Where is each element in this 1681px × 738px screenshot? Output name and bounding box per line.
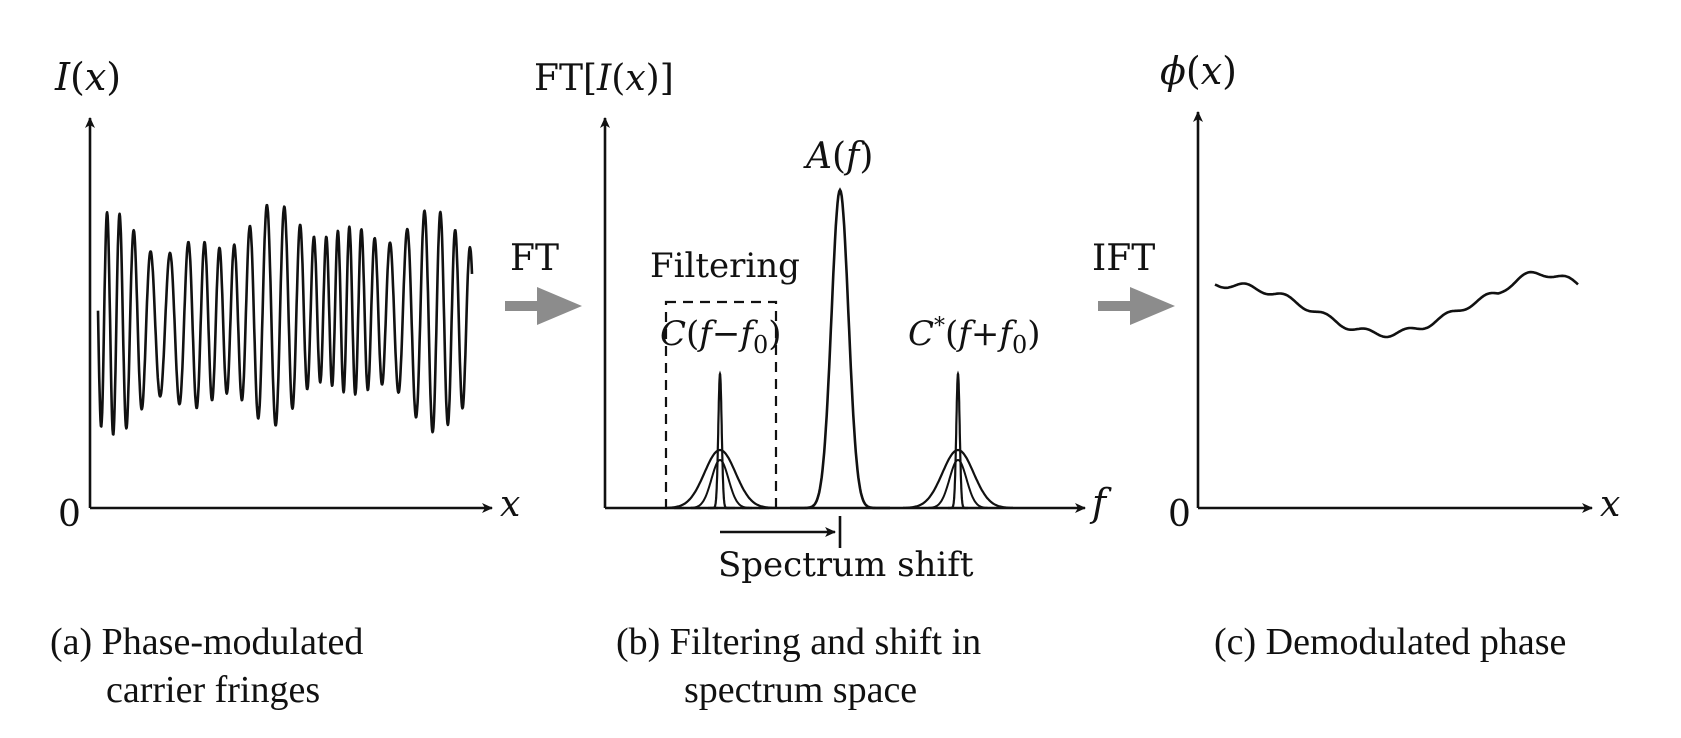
arrow-ft: FT <box>505 238 582 325</box>
arrow-ift-head-icon <box>1130 287 1175 325</box>
central-peak-label: A(f) <box>803 136 873 177</box>
filter-window-box <box>664 300 778 510</box>
central-peak <box>790 187 890 510</box>
arrow-ift-shaft <box>1098 301 1134 311</box>
arrow-ft-head-icon <box>537 287 582 325</box>
panel-a-caption-line2: carrier fringes <box>106 669 320 711</box>
arrow-ft-label: FT <box>510 238 559 279</box>
panel-a-x-axis-label: x <box>500 484 520 525</box>
peak-outline <box>710 370 730 510</box>
panel-c-y-axis-label: ϕ(x) <box>1160 49 1237 93</box>
arrow-ft-shaft <box>505 301 541 311</box>
spectrum-shift-label: Spectrum shift <box>718 545 974 585</box>
filtering-label: Filtering <box>650 246 800 286</box>
peak-outline <box>948 370 968 510</box>
sideband-left-label: C(f−f0) <box>660 314 782 359</box>
panel-a-origin-label: 0 <box>58 494 81 535</box>
arrow-ift: IFT <box>1092 238 1175 325</box>
sideband-peak-left <box>665 370 775 510</box>
demodulated-phase-curve <box>1214 270 1579 339</box>
panel-b-caption-line1: (b) Filtering and shift in <box>616 621 981 663</box>
peak-outline <box>665 448 775 509</box>
peak-outline <box>903 448 1013 509</box>
panel-a-y-axis-label: I(x) <box>54 55 121 99</box>
panel-c-caption-line1: (c) Demodulated phase <box>1214 621 1566 663</box>
sideband-right-label: C*(f+f0) <box>908 314 1041 359</box>
panel-b-y-axis-label: FT[I(x)] <box>534 58 674 99</box>
panel-c-x-axis-label: x <box>1600 484 1620 525</box>
peak-outline <box>690 458 750 509</box>
arrow-ift-label: IFT <box>1092 238 1155 279</box>
panel-b-x-axis-label: f <box>1089 481 1112 525</box>
peak-outline <box>928 458 988 509</box>
panel-a: I(x) 0 x (a) Phase-modulated carrier fri… <box>50 55 520 711</box>
panel-c: ϕ(x) 0 x (c) Demodulated phase <box>1160 49 1620 663</box>
panel-b: FT[I(x)] f Filtering A(f) C(f−f0) C*(f+f… <box>534 58 1112 711</box>
panel-b-caption-line2: spectrum space <box>684 669 917 711</box>
panel-c-origin-label: 0 <box>1168 494 1191 535</box>
peak-outline <box>790 187 890 510</box>
sideband-peak-right <box>903 370 1013 510</box>
fringe-signal-curve <box>96 203 474 436</box>
panel-a-caption-line1: (a) Phase-modulated <box>50 621 363 663</box>
